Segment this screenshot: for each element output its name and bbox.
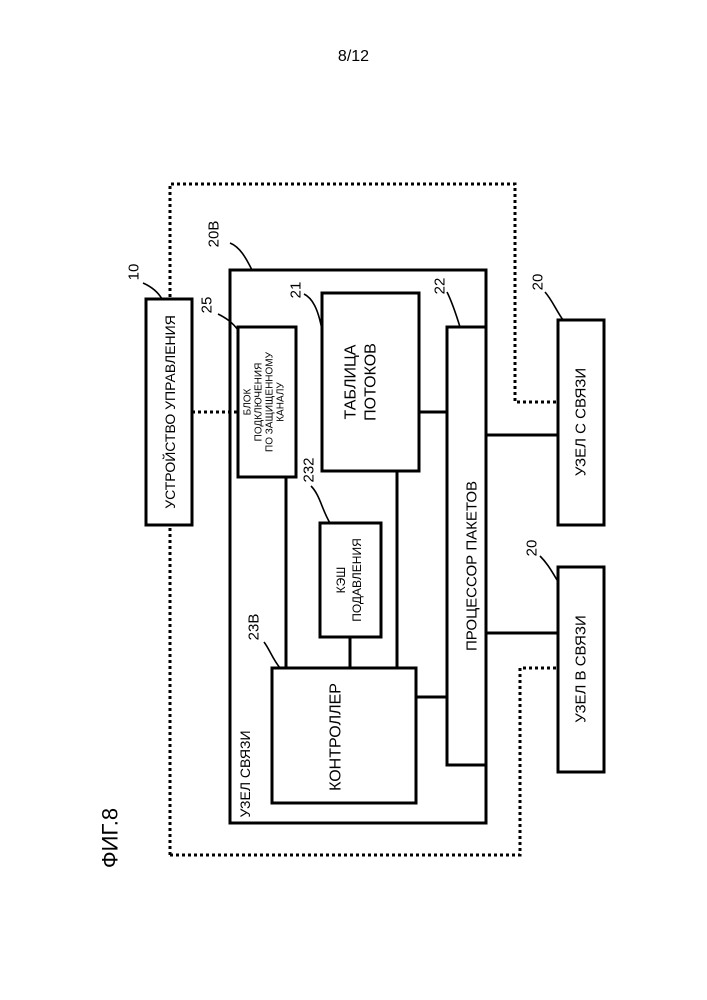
- secure-channel-label-4: КАНАЛУ: [276, 382, 287, 422]
- node-outer-label: УЗЕЛ СВЯЗИ: [237, 730, 253, 817]
- ref-node-c: 20: [530, 274, 547, 291]
- ref-packet-processor: 22: [432, 278, 449, 295]
- suppression-cache-label-2: ПОДАВЛЕНИЯ: [350, 538, 364, 622]
- ref-suppression-cache: 232: [301, 457, 318, 482]
- suppression-cache-label-1: КЭШ: [334, 567, 348, 594]
- flow-table-label-1: ТАБЛИЦА: [343, 344, 360, 419]
- node-b-label: УЗЕЛ В СВЯЗИ: [573, 615, 590, 722]
- figure-label: ФИГ.8: [98, 808, 123, 868]
- packet-processor-label: ПРОЦЕССОР ПАКЕТОВ: [464, 481, 481, 651]
- ref-secure-channel: 25: [199, 297, 216, 314]
- ref-node-b: 20: [524, 540, 541, 557]
- ref-flow-table: 21: [288, 282, 305, 299]
- flow-table-label-2: ПОТОКОВ: [363, 343, 380, 421]
- control-device-label: УСТРОЙСТВО УПРАВЛЕНИЯ: [161, 315, 178, 509]
- node-c-label: УЗЕЛ С СВЯЗИ: [573, 368, 590, 476]
- secure-channel-label-2: ПОДКЛЮЧЕНИЯ: [254, 363, 265, 442]
- ref-node-outer: 20B: [206, 221, 223, 248]
- ref-control-device: 10: [126, 264, 143, 281]
- ref-controller: 23B: [246, 614, 263, 641]
- secure-channel-label-1: БЛОК: [243, 388, 254, 415]
- controller-label: КОНТРОЛЛЕР: [328, 683, 345, 791]
- secure-channel-label-3: ПО ЗАЩИЩЕННОМУ: [265, 351, 276, 452]
